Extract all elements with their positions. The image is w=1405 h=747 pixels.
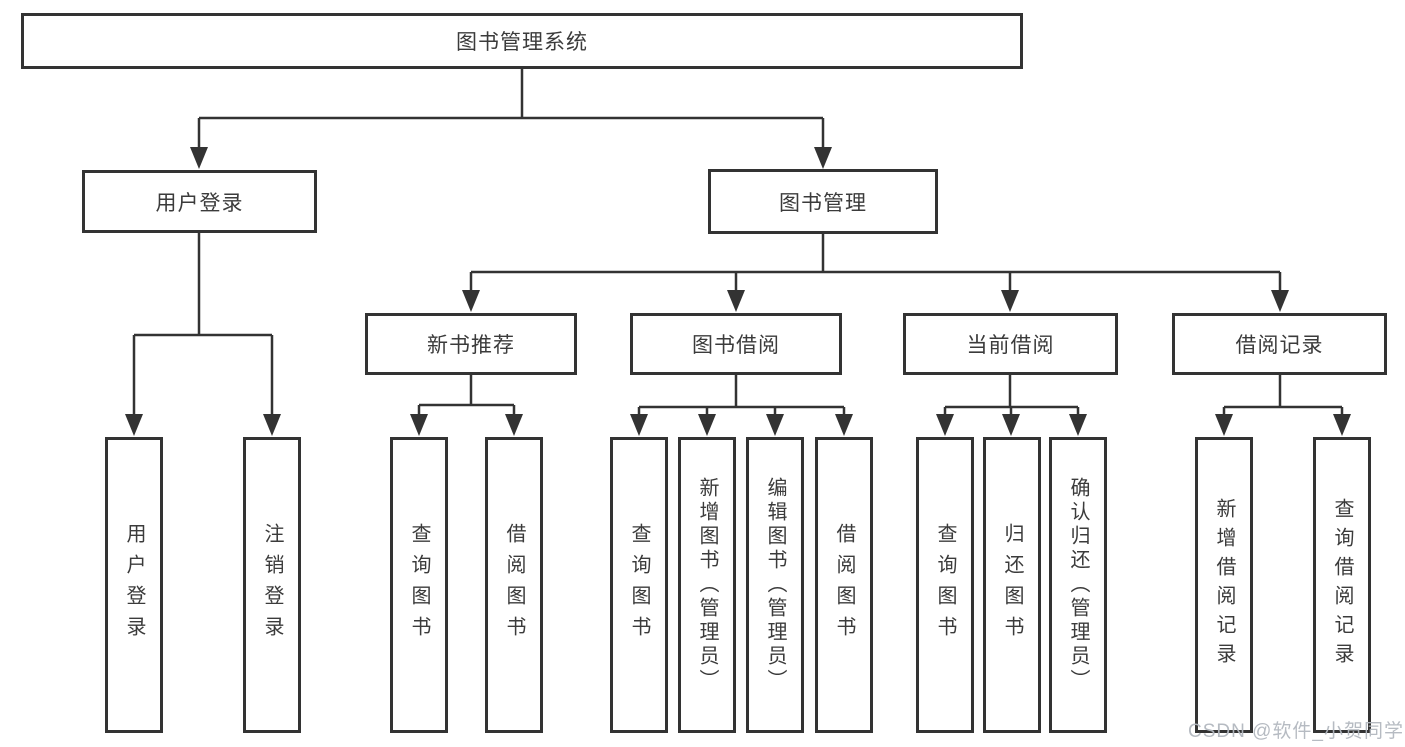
leaf-confirm-return-admin: 确认归还（管理员） bbox=[1049, 437, 1107, 733]
node-book-management-label: 图书管理 bbox=[779, 191, 867, 215]
connector-current-borrowing bbox=[936, 375, 1087, 436]
leaf-query-borrow-record: 查询借阅记录 bbox=[1313, 437, 1371, 733]
connector-book-management bbox=[462, 234, 1289, 312]
leaf-query-books-borrowing-label: 查询图书 bbox=[628, 523, 650, 647]
leaf-return-books: 归还图书 bbox=[983, 437, 1041, 733]
leaf-query-books-recommend: 查询图书 bbox=[390, 437, 448, 733]
leaf-borrow-books-borrowing-label: 借阅图书 bbox=[833, 523, 855, 647]
leaf-query-books-current-label: 查询图书 bbox=[934, 523, 956, 647]
leaf-edit-books-admin: 编辑图书（管理员） bbox=[746, 437, 804, 733]
leaf-add-books-admin-label: 新增图书（管理员） bbox=[696, 477, 718, 693]
leaf-logout-label: 注销登录 bbox=[261, 523, 283, 647]
node-book-borrowing-label: 图书借阅 bbox=[692, 334, 780, 357]
leaf-return-books-label: 归还图书 bbox=[1001, 523, 1023, 647]
leaf-confirm-return-admin-label: 确认归还（管理员） bbox=[1067, 477, 1089, 693]
connector-root bbox=[190, 69, 832, 169]
leaf-logout: 注销登录 bbox=[243, 437, 301, 733]
node-user-login-label: 用户登录 bbox=[155, 191, 244, 215]
connector-user-login bbox=[125, 233, 281, 436]
node-root-label: 图书管理系统 bbox=[456, 31, 588, 54]
leaf-borrow-books-recommend: 借阅图书 bbox=[485, 437, 543, 733]
leaf-query-books-borrowing: 查询图书 bbox=[610, 437, 668, 733]
node-current-borrowing-label: 当前借阅 bbox=[966, 334, 1055, 357]
node-current-borrowing: 当前借阅 bbox=[903, 313, 1118, 375]
node-borrowing-records: 借阅记录 bbox=[1172, 313, 1387, 375]
node-root: 图书管理系统 bbox=[21, 13, 1023, 69]
leaf-borrow-books-borrowing: 借阅图书 bbox=[815, 437, 873, 733]
node-book-borrowing: 图书借阅 bbox=[630, 313, 842, 375]
leaf-borrow-books-recommend-label: 借阅图书 bbox=[503, 523, 525, 647]
leaf-user-login-label: 用户登录 bbox=[123, 523, 145, 647]
leaf-query-books-current: 查询图书 bbox=[916, 437, 974, 733]
node-new-book-recommend-label: 新书推荐 bbox=[427, 334, 515, 357]
node-book-management: 图书管理 bbox=[708, 169, 938, 234]
node-user-login: 用户登录 bbox=[82, 170, 317, 233]
connector-book-borrowing bbox=[630, 375, 853, 436]
leaf-add-borrow-record-label: 新增借阅记录 bbox=[1213, 498, 1235, 672]
leaf-user-login: 用户登录 bbox=[105, 437, 163, 733]
leaf-query-books-recommend-label: 查询图书 bbox=[408, 523, 430, 647]
leaf-add-borrow-record: 新增借阅记录 bbox=[1195, 437, 1253, 733]
watermark: CSDN @软件_小贺同学 bbox=[1188, 721, 1404, 742]
connector-new-book-recommend bbox=[410, 375, 523, 436]
node-new-book-recommend: 新书推荐 bbox=[365, 313, 577, 375]
leaf-query-borrow-record-label: 查询借阅记录 bbox=[1331, 498, 1353, 672]
node-borrowing-records-label: 借阅记录 bbox=[1235, 334, 1324, 357]
connector-borrowing-records bbox=[1215, 375, 1351, 436]
leaf-edit-books-admin-label: 编辑图书（管理员） bbox=[764, 477, 786, 693]
leaf-add-books-admin: 新增图书（管理员） bbox=[678, 437, 736, 733]
